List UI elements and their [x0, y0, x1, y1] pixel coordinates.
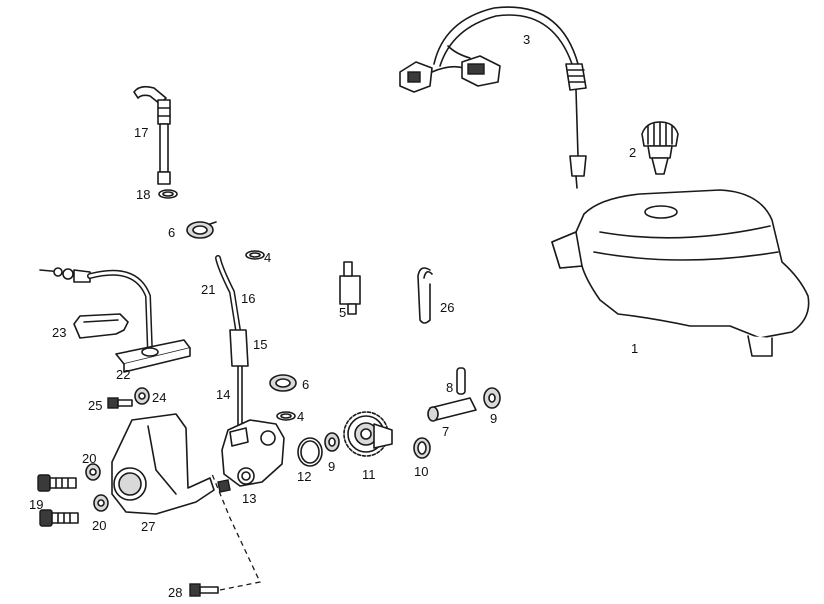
callout-21: 21 — [201, 282, 215, 297]
hose-clamp-6-upper-part — [186, 221, 217, 239]
callout-4b: 4 — [297, 409, 304, 424]
hose-clamp-6-lower-part — [269, 374, 297, 392]
o-ring-12-part — [297, 437, 323, 467]
washer-9-left-part — [324, 432, 340, 452]
callout-8: 8 — [446, 380, 453, 395]
callout-3: 3 — [523, 32, 530, 47]
callout-10: 10 — [414, 464, 428, 479]
clip-4-upper-part — [245, 250, 265, 260]
callout-13: 13 — [242, 491, 256, 506]
callout-14: 14 — [216, 387, 230, 402]
oil-tank-part — [551, 189, 810, 357]
callout-19: 19 — [29, 497, 43, 512]
callout-25: 25 — [88, 398, 102, 413]
callout-18: 18 — [136, 187, 150, 202]
washer-9-right-part — [483, 387, 501, 409]
callout-11: 11 — [362, 467, 376, 482]
callout-22: 22 — [116, 367, 130, 382]
control-cable-22-part — [39, 267, 191, 373]
drive-gear-11-part — [343, 411, 393, 457]
washer-20-lower-part — [93, 494, 109, 512]
wire-clip-26-part — [417, 267, 433, 324]
screw-28-part — [189, 473, 261, 597]
callout-1: 1 — [631, 341, 638, 356]
callout-20b: 20 — [92, 518, 106, 533]
pump-cover-27-part — [111, 413, 215, 515]
pin-8-part — [456, 367, 466, 395]
bolts-19-part — [37, 474, 79, 527]
callout-16: 16 — [241, 291, 255, 306]
hose-clip-18-part — [158, 189, 178, 199]
oil-hose-assembly-part — [215, 255, 249, 427]
bracket-strap-23-part — [73, 313, 129, 339]
callout-24: 24 — [152, 390, 166, 405]
callout-28: 28 — [168, 585, 182, 600]
connector-5-part — [339, 261, 361, 315]
callout-6b: 6 — [302, 377, 309, 392]
clip-4-lower-part — [276, 411, 296, 421]
callout-2: 2 — [629, 145, 636, 160]
washer-24-part — [134, 387, 150, 405]
callout-9a: 9 — [328, 459, 335, 474]
callout-7: 7 — [442, 424, 449, 439]
callout-12: 12 — [297, 469, 311, 484]
callout-9b: 9 — [490, 411, 497, 426]
callout-26: 26 — [440, 300, 454, 315]
oil-pump-13-part — [217, 419, 285, 493]
tank-cap-part — [641, 121, 679, 175]
callout-20a: 20 — [82, 451, 96, 466]
drive-shaft-7-part — [427, 397, 477, 422]
level-sensor-harness-part — [399, 6, 587, 189]
bolt-25-part — [107, 397, 133, 409]
callout-23: 23 — [52, 325, 66, 340]
callout-15: 15 — [253, 337, 267, 352]
callout-6a: 6 — [168, 225, 175, 240]
callout-4a: 4 — [264, 250, 271, 265]
banjo-hose-part — [133, 85, 171, 185]
circlip-10-part — [413, 437, 431, 459]
callout-27: 27 — [141, 519, 155, 534]
callout-5: 5 — [339, 305, 346, 320]
callout-17: 17 — [134, 125, 148, 140]
washer-20-upper-part — [85, 463, 101, 481]
